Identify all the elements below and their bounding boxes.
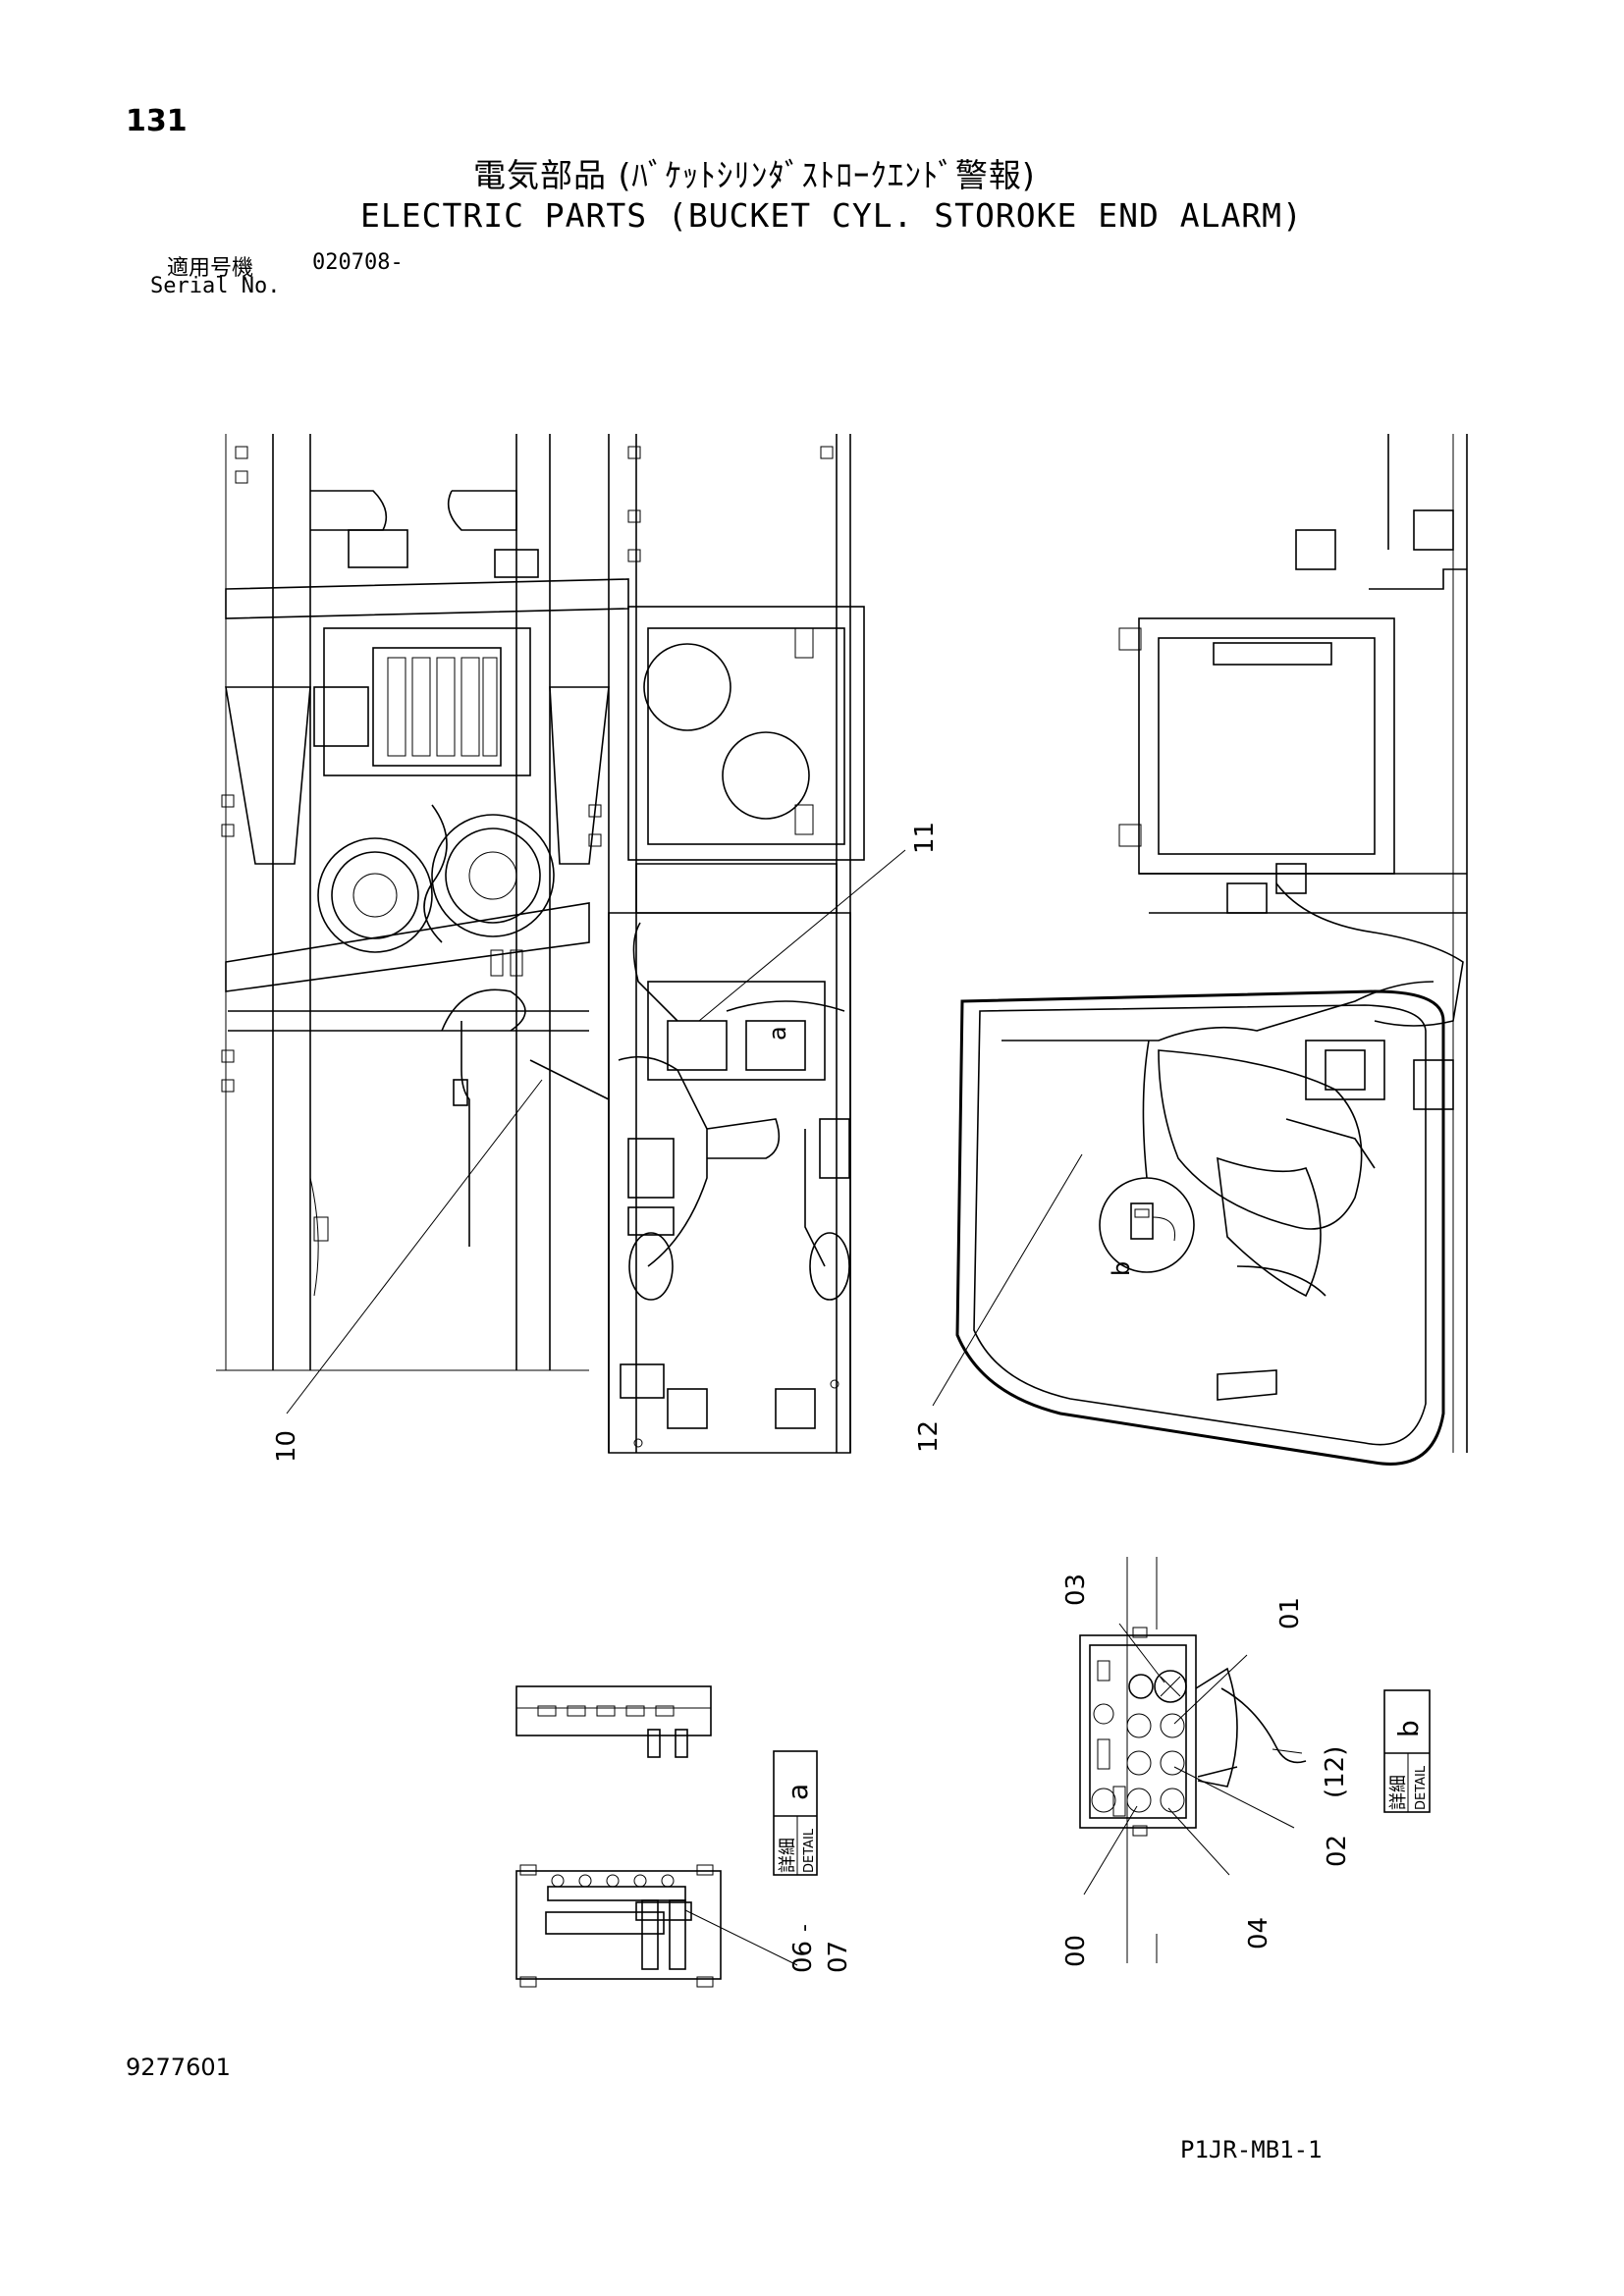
- leader-00: [1083, 1805, 1138, 1896]
- part-number: 9277601: [126, 2054, 231, 2081]
- leader-02: [1173, 1766, 1295, 1829]
- leader-04: [1167, 1807, 1230, 1876]
- callout-12-paren: (12): [1321, 1746, 1350, 1798]
- detail-b-en: DETAIL: [1414, 1765, 1429, 1810]
- detail-marker-b: b: [1108, 1261, 1135, 1276]
- callout-03: 03: [1061, 1574, 1091, 1606]
- leader-12p: [1272, 1748, 1303, 1754]
- callout-10: 10: [272, 1430, 301, 1463]
- callout-11: 11: [910, 822, 940, 854]
- detail-a-drawing: [515, 1685, 722, 1988]
- title-japanese: 電気部品 (ﾊﾞｹｯﾄｼﾘﾝﾀﾞｽﾄﾛｰｸｴﾝﾄﾞ警報): [473, 156, 1036, 194]
- leader-11: [698, 849, 906, 1022]
- leader-12: [932, 1153, 1083, 1407]
- callout-dash: -: [792, 1924, 817, 1932]
- leader-10: [286, 1079, 543, 1415]
- detail-b-box: 詳細 DETAIL b: [1383, 1689, 1431, 1813]
- callout-02: 02: [1323, 1835, 1352, 1867]
- document-code: P1JR-MB1-1: [1180, 2136, 1323, 2163]
- cab-drawing: [955, 434, 1468, 1466]
- detail-a-letter: a: [782, 1784, 814, 1800]
- detail-a-box: 詳細 DETAIL a: [773, 1750, 818, 1876]
- leader-06-07: [684, 1909, 798, 1966]
- serial-label-japanese: 適用号機: [167, 256, 254, 281]
- detail-a-kanji: 詳細: [778, 1838, 798, 1873]
- callout-01: 01: [1275, 1597, 1305, 1629]
- callout-04: 04: [1244, 1917, 1273, 1949]
- detail-marker-a: a: [764, 1026, 791, 1041]
- detail-b-kanji: 詳細: [1388, 1775, 1409, 1810]
- detail-b-letter: b: [1392, 1720, 1425, 1737]
- callout-12: 12: [914, 1420, 944, 1453]
- leader-01: [1173, 1654, 1248, 1725]
- callout-06: 06: [788, 1941, 818, 1973]
- leader-03: [1118, 1623, 1165, 1683]
- title-english: ELECTRIC PARTS (BUCKET CYL. STOROKE END …: [360, 196, 1303, 235]
- serial-value: 020708-: [312, 250, 404, 275]
- serial-label-english: Serial No.: [150, 274, 281, 298]
- callout-00: 00: [1061, 1935, 1091, 1967]
- callout-07: 07: [824, 1941, 853, 1973]
- detail-b-drawing: [1079, 1557, 1307, 1963]
- machine-frame-drawing: [216, 434, 865, 1454]
- page-number: 131: [126, 104, 188, 138]
- detail-a-en: DETAIL: [802, 1828, 817, 1873]
